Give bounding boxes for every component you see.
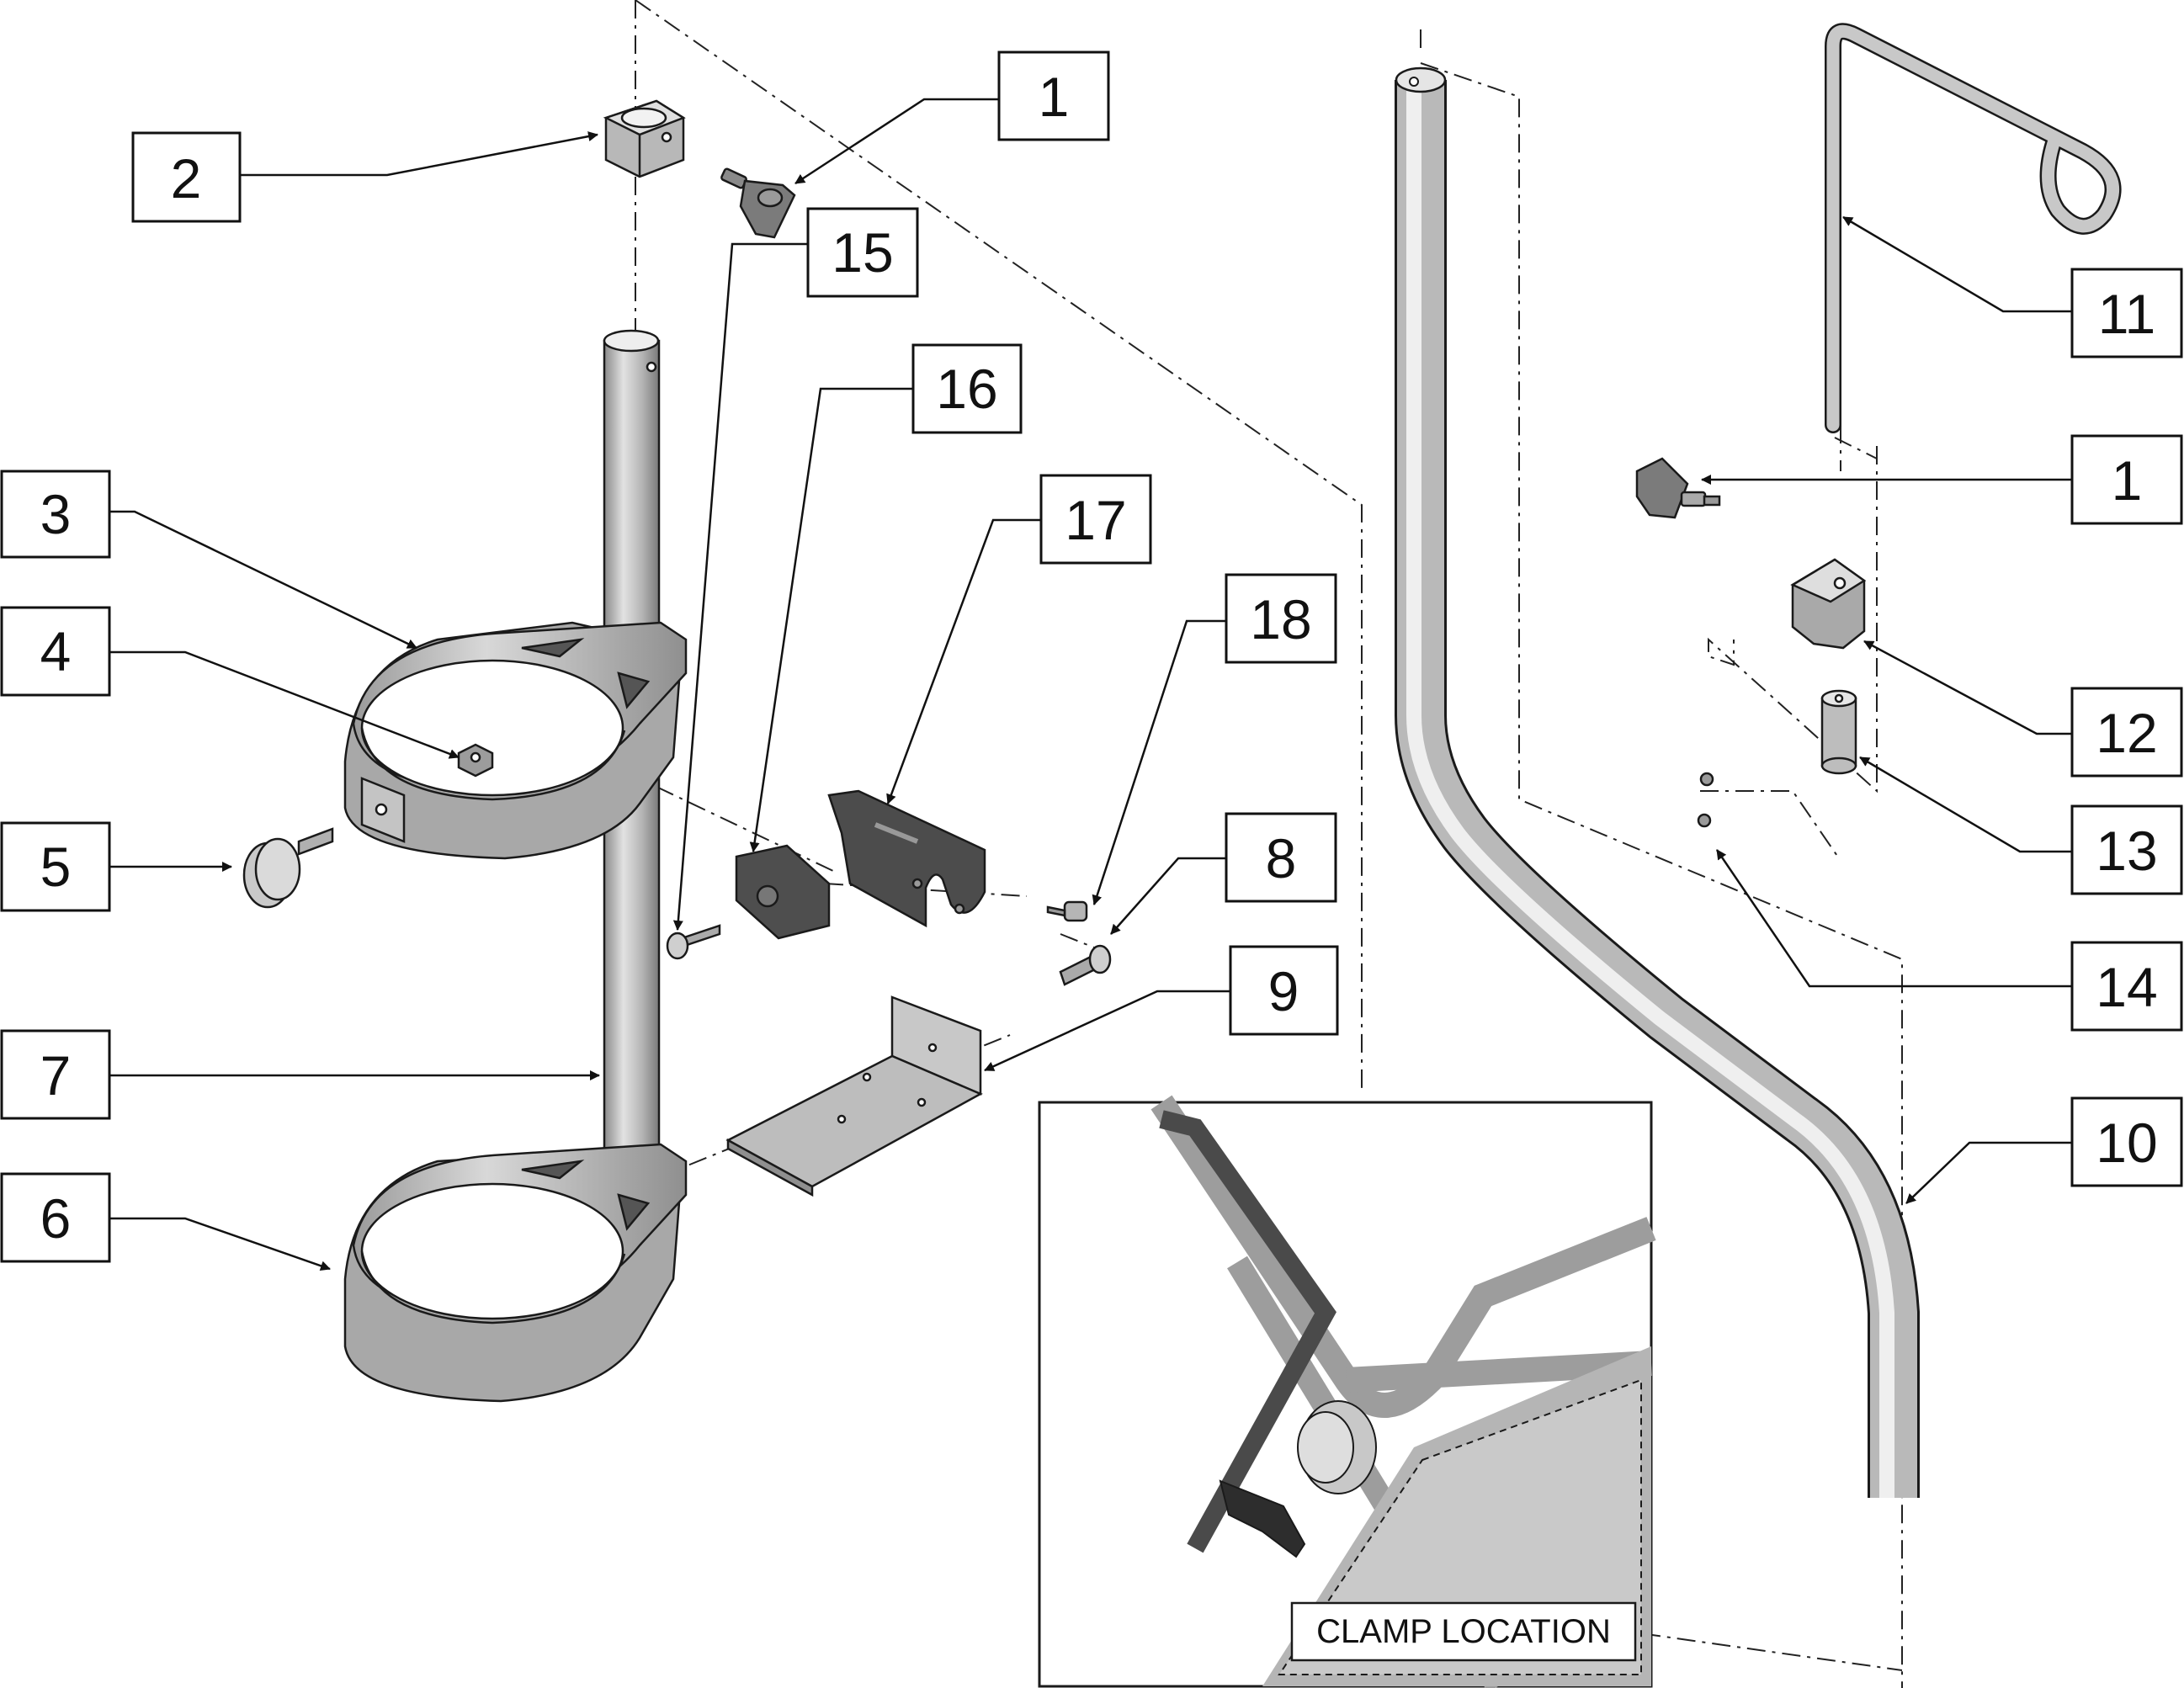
- part-9-angle-bracket: [725, 995, 983, 1197]
- part-16-clamp-half: [735, 844, 831, 940]
- callout-12: 12: [2070, 687, 2183, 778]
- svg-text:3: 3: [40, 483, 72, 545]
- svg-text:18: 18: [1250, 588, 1311, 650]
- part-8-screw: [1059, 944, 1112, 986]
- inset-clamp-location: CLAMP LOCATION: [1038, 1095, 1656, 1688]
- leader-11: [1842, 215, 2072, 313]
- leader-6: [109, 1217, 331, 1271]
- part-2-top-collar: [603, 99, 686, 178]
- part-10-bent-tube: [1395, 66, 1920, 1498]
- callout-8: 8: [1225, 812, 1337, 903]
- part-6-lower-ring: [343, 1143, 688, 1403]
- leader-1-top: [794, 98, 999, 185]
- svg-text:4: 4: [40, 620, 72, 682]
- svg-text:6: 6: [40, 1187, 72, 1250]
- leader-16: [749, 387, 913, 852]
- svg-text:5: 5: [40, 836, 72, 898]
- svg-text:1: 1: [2112, 449, 2143, 512]
- svg-text:15: 15: [832, 221, 893, 284]
- inset-drawing: [1150, 1095, 1656, 1688]
- leader-17: [886, 518, 1041, 804]
- svg-text:8: 8: [1266, 827, 1297, 889]
- callout-16: 16: [911, 343, 1023, 434]
- svg-text:14: 14: [2096, 956, 2157, 1018]
- callout-6: 6: [0, 1172, 111, 1263]
- svg-text:13: 13: [2096, 820, 2157, 882]
- part-1-knob-top: [720, 167, 796, 239]
- callout-17: 17: [1039, 474, 1152, 565]
- part-1-knob-right: [1635, 457, 1721, 519]
- leader-10: [1905, 1141, 2072, 1204]
- leader-3: [109, 510, 417, 650]
- svg-text:12: 12: [2096, 702, 2157, 764]
- callout-13: 13: [2070, 804, 2183, 895]
- part-12-block: [1790, 558, 1867, 650]
- leader-4: [109, 650, 460, 759]
- svg-text:10: 10: [2096, 1112, 2157, 1174]
- svg-text:9: 9: [1268, 960, 1299, 1022]
- callout-boxes: 1 2 15 16 17 18 3 4: [0, 50, 2183, 1263]
- callout-1-top: 1: [997, 50, 1110, 141]
- svg-text:7: 7: [40, 1044, 72, 1107]
- leader-18: [1092, 619, 1226, 905]
- leader-2: [240, 131, 598, 177]
- inset-caption-box: [1290, 1601, 1637, 1662]
- callout-7: 7: [0, 1029, 111, 1120]
- part-15-screw: [666, 924, 721, 960]
- leader-13: [1859, 756, 2072, 853]
- callout-5: 5: [0, 821, 111, 912]
- part-13-cylinder: [1820, 689, 1857, 775]
- callout-9: 9: [1229, 945, 1339, 1036]
- svg-text:11: 11: [2098, 283, 2156, 345]
- svg-text:2: 2: [171, 147, 202, 210]
- inset-caption: CLAMP LOCATION: [1316, 1613, 1611, 1650]
- leader-15: [672, 242, 808, 931]
- part-11-hook-rod: [1825, 23, 2122, 433]
- svg-text:1: 1: [1039, 66, 1070, 128]
- part-4-square-nut: [457, 743, 494, 778]
- leader-14: [1715, 849, 2072, 988]
- svg-text:16: 16: [936, 358, 997, 420]
- callout-14: 14: [2070, 941, 2183, 1032]
- callout-1-right: 1: [2070, 434, 2183, 525]
- part-17-clamp-body: [827, 789, 986, 928]
- callout-3: 3: [0, 470, 111, 559]
- leader-lines: [109, 98, 2072, 1271]
- callout-11: 11: [2070, 268, 2183, 358]
- callout-4: 4: [0, 606, 111, 697]
- part-14-set-screws: [1697, 772, 1714, 828]
- callout-2: 2: [131, 131, 242, 223]
- callout-10: 10: [2070, 1096, 2183, 1187]
- leader-8: [1110, 857, 1226, 935]
- leader-9: [984, 990, 1230, 1072]
- callout-15: 15: [806, 207, 919, 298]
- part-18-screw: [1046, 900, 1088, 922]
- leader-12: [1863, 640, 2072, 735]
- part-5-thumb-screw: [242, 827, 334, 909]
- callout-18: 18: [1225, 573, 1337, 664]
- svg-text:17: 17: [1065, 489, 1126, 551]
